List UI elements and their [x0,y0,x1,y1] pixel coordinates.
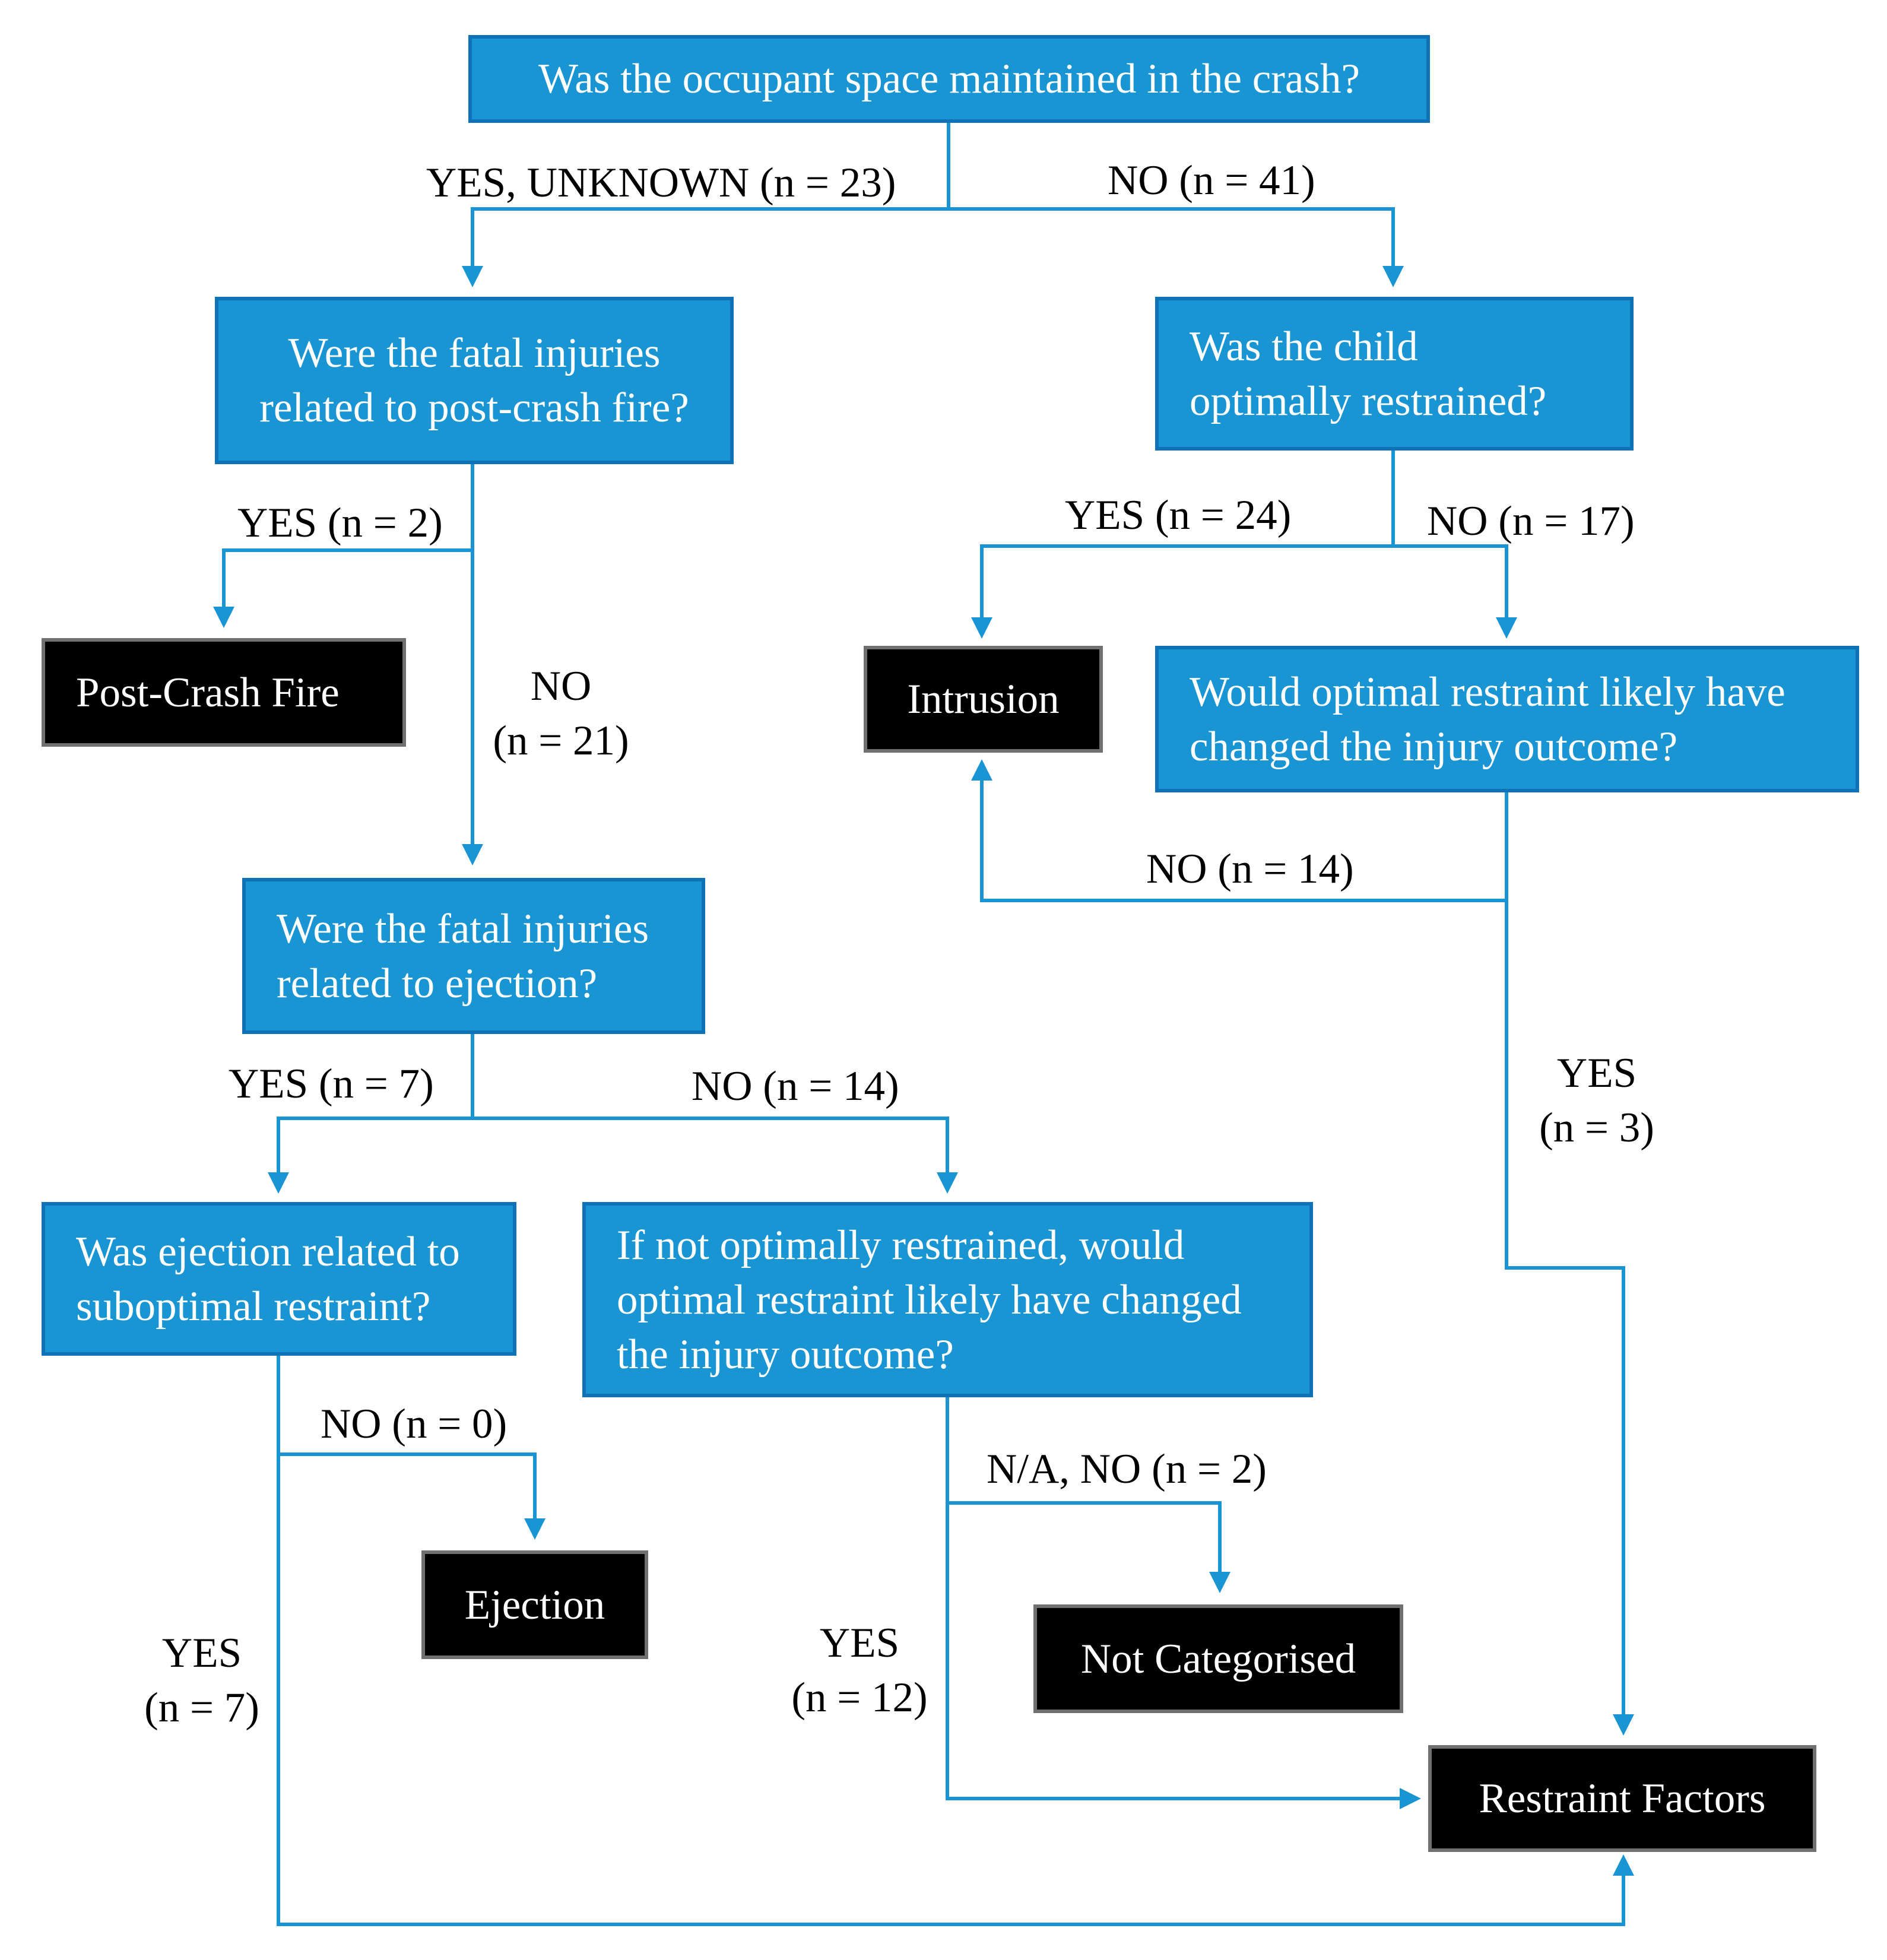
outcome-ejection: Ejection [421,1550,648,1659]
edge-label-text: YES [161,1630,242,1676]
edge-label-if-not-optimal-yes: YES (n = 12) [791,1616,927,1725]
node-if-not-optimally-restrained-question: If not optimally restrained, would optim… [582,1202,1313,1397]
node-text: related to post-crash fire? [259,385,689,431]
node-text: Were the fatal injuries [277,905,649,952]
edge-label-text: (n = 3) [1539,1105,1654,1151]
edge-label-ejection-yes: YES (n = 7) [229,1057,434,1111]
edge-label-ejection-restraint-yes: YES (n = 7) [144,1626,259,1735]
edge-label-optimal-changed-no: NO (n = 14) [1146,842,1354,896]
node-post-crash-fire-question: Were the fatal injuries related to post-… [215,297,734,464]
edge-label-fire-no: NO (n = 21) [493,659,629,768]
edge-label-text: NO [530,663,592,709]
edge-label-text: (n = 7) [144,1685,259,1731]
node-text: Was the occupant space maintained in the… [538,56,1360,102]
edge-label-text: YES, UNKNOWN (n = 23) [426,160,896,206]
edge-label-space-yes-unknown: YES, UNKNOWN (n = 23) [426,156,896,210]
connector-optimal-changed-to-intrusion [971,759,1508,902]
node-text: Were the fatal injuries [288,330,661,376]
edge-label-restrained-yes: YES (n = 24) [1065,488,1291,543]
node-text: Was ejection related to [76,1228,460,1275]
connector-optimal-changed-to-restraint-factors [1505,900,1634,1736]
connector-fire-to-postcrashfire [213,463,474,628]
node-optimally-restrained-question: Was the child optimally restrained? [1155,297,1634,451]
node-text: If not optimally restrained, would [617,1222,1185,1268]
node-text: Would optimal restraint likely have [1190,668,1785,715]
edge-label-optimal-changed-yes: YES (n = 3) [1539,1046,1654,1155]
connector-ejection-restraint-to-ejection [277,1355,546,1540]
edge-label-fire-yes: YES (n = 2) [237,496,443,550]
edge-label-text: NO (n = 0) [321,1401,508,1447]
edge-label-text: (n = 12) [791,1674,928,1721]
edge-label-text: N/A, NO (n = 2) [987,1446,1267,1492]
connector-if-not-optimal-to-not-categorised [946,1396,1230,1593]
connector-ejection-to-if-not-optimal [472,1117,958,1194]
outcome-post-crash-fire: Post-Crash Fire [42,638,406,747]
edge-label-ejection-no: NO (n = 14) [692,1059,899,1114]
node-optimal-restraint-changed-question: Would optimal restraint likely have chan… [1155,646,1859,792]
connector-ejection-restraint-to-restraint-factors [277,1454,1634,1926]
edge-label-text: YES (n = 24) [1065,492,1292,538]
edge-label-text: NO (n = 14) [1146,846,1354,892]
edge-label-text: YES (n = 2) [237,500,443,546]
connector-space-to-restrained [949,207,1404,287]
edge-label-ejection-restraint-no: NO (n = 0) [321,1397,507,1451]
node-text: Ejection [464,1581,605,1628]
edge-label-text: (n = 21) [493,718,629,764]
node-text: Was the child [1190,323,1418,370]
node-text: changed the injury outcome? [1190,723,1678,770]
node-text: optimally restrained? [1190,378,1547,424]
node-occupant-space-question: Was the occupant space maintained in the… [468,35,1430,123]
connector-restrained-to-intrusion [971,544,1393,639]
edge-label-text: YES (n = 7) [229,1061,434,1107]
node-ejection-restraint-question: Was ejection related to suboptimal restr… [42,1202,516,1356]
edge-label-if-not-optimal-na-no: N/A, NO (n = 2) [987,1442,1267,1496]
edge-label-text: NO (n = 17) [1427,498,1635,544]
node-text: Not Categorised [1080,1635,1356,1682]
outcome-intrusion: Intrusion [864,646,1103,753]
node-text: related to ejection? [277,960,598,1007]
node-text: the injury outcome? [617,1331,954,1378]
edge-label-text: NO (n = 14) [692,1063,899,1109]
node-text: Restraint Factors [1479,1775,1766,1822]
outcome-not-categorised: Not Categorised [1033,1604,1403,1713]
edge-label-text: NO (n = 41) [1108,157,1315,204]
edge-label-text: YES [1556,1050,1637,1096]
connector-if-not-optimal-to-restraint-factors [946,1503,1421,1809]
node-ejection-question: Were the fatal injuries related to eject… [242,878,705,1034]
node-text: optimal restraint likely have changed [617,1276,1242,1323]
node-text: Intrusion [907,676,1060,722]
outcome-restraint-factors: Restraint Factors [1428,1745,1816,1852]
connector-space-to-fire [462,207,949,287]
node-text: Post-Crash Fire [76,669,340,716]
edge-label-restrained-no: NO (n = 17) [1427,494,1635,548]
edge-label-text: YES [819,1620,900,1666]
connector-restrained-to-optimal-changed [1393,544,1517,639]
node-text: suboptimal restraint? [76,1283,431,1330]
connector-ejection-to-ejection-restraint [268,1117,472,1194]
edge-label-space-no: NO (n = 41) [1108,153,1315,208]
